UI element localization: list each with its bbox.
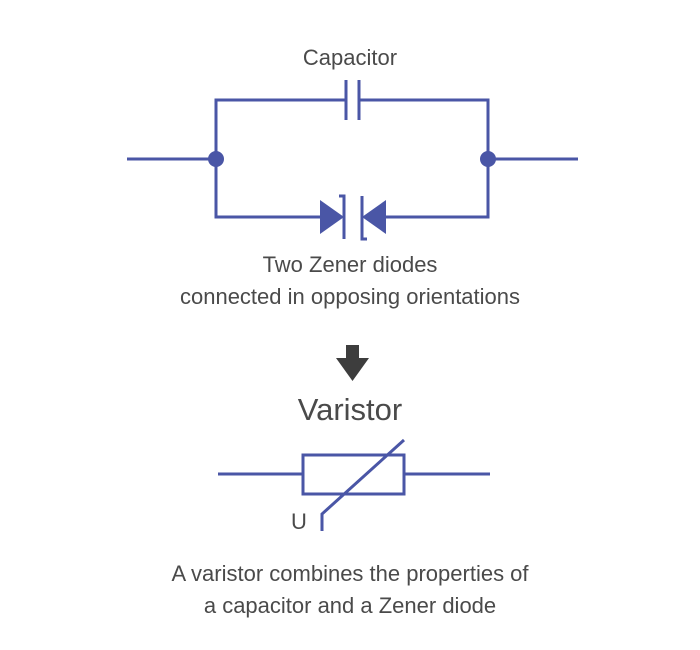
zener-cathode-right [360, 196, 367, 241]
top-branch-left-wire [214, 98, 346, 159]
zener-label-line1: Two Zener diodes [262, 252, 438, 277]
varistor-nonlinear-line [320, 438, 406, 531]
bottom-branch-right-wire [386, 159, 490, 219]
varistor-body [301, 453, 406, 496]
varistor-title: Varistor [297, 392, 403, 427]
down-arrow-icon [336, 345, 369, 381]
bottom-branch-left-wire [214, 159, 320, 219]
zener-cathode-left [339, 194, 346, 239]
voltage-symbol-label: U [291, 509, 307, 534]
left-junction-dot [208, 151, 224, 167]
right-junction-dot [480, 151, 496, 167]
zener-diode-pair [320, 194, 386, 241]
zener-diode-left-triangle [320, 200, 344, 234]
caption-line2: a capacitor and a Zener diode [203, 593, 497, 618]
top-branch-right-wire [359, 98, 490, 159]
caption-line1: A varistor combines the properties of [171, 561, 529, 586]
varistor-symbol [218, 438, 490, 531]
parallel-circuit [127, 80, 578, 219]
zener-label-line2: connected in opposing orientations [179, 284, 521, 309]
capacitor-label: Capacitor [302, 45, 398, 70]
zener-diode-right-triangle [362, 200, 386, 234]
